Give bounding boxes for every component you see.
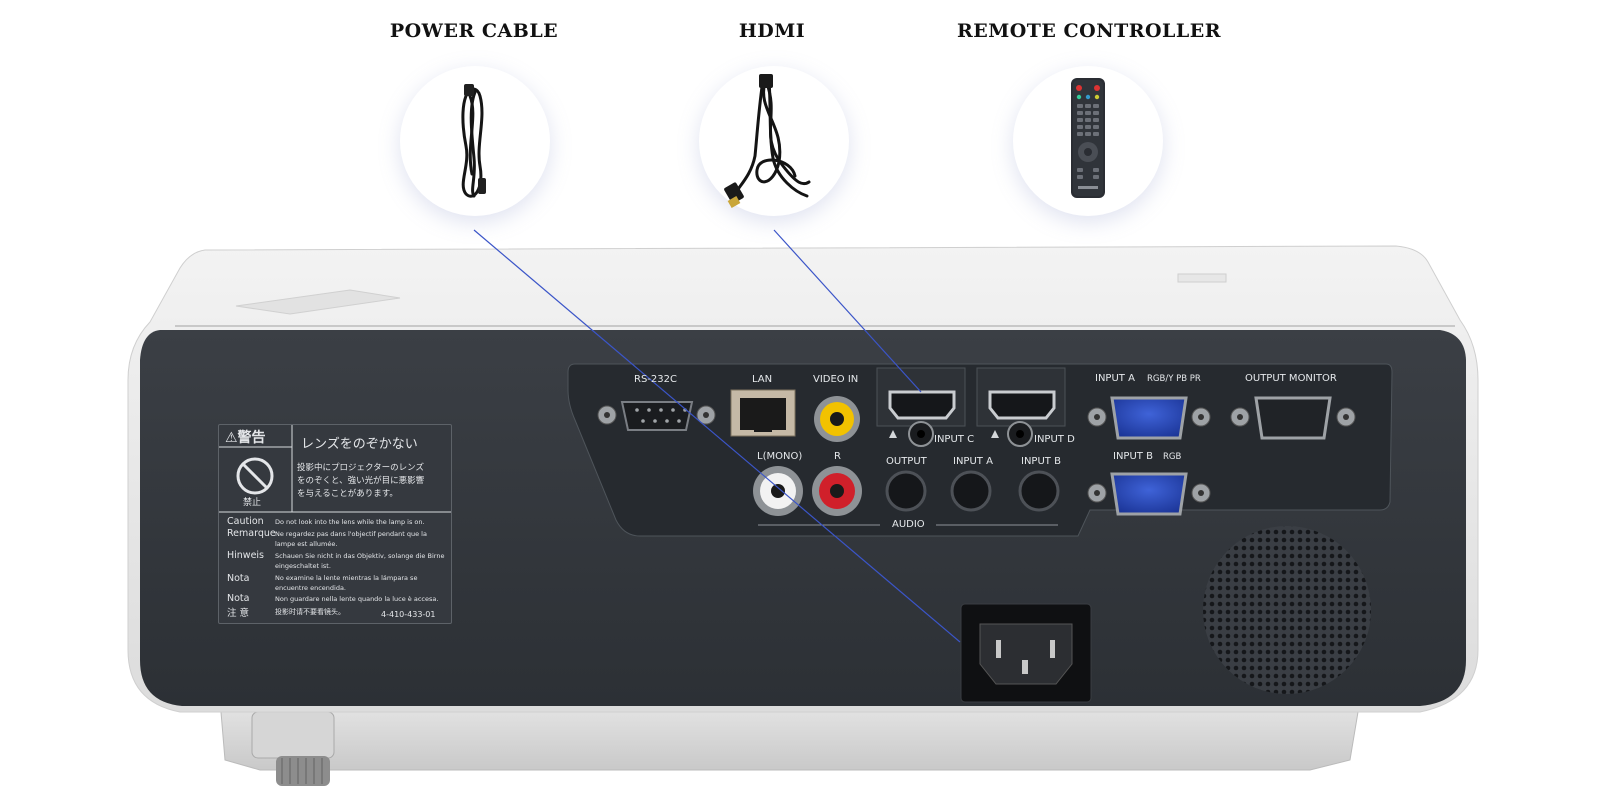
r-label: R [834, 451, 841, 462]
video-in-label: VIDEO IN [813, 374, 859, 385]
ac-power-inlet [960, 603, 1092, 703]
warning-text-caution: Do not look into the lens while the lamp… [275, 518, 425, 526]
rs232c-port [597, 401, 716, 431]
audio-output-label: OUTPUT [886, 456, 927, 467]
output-monitor-label: OUTPUT MONITOR [1245, 373, 1337, 384]
adjustable-foot [251, 711, 335, 759]
warning-lang-caution: Caution [227, 516, 264, 527]
vga-input-b-port [1087, 472, 1211, 516]
hdmi-d-input-label: INPUT D [1034, 434, 1075, 445]
audio-r-jack [812, 466, 862, 516]
remote-controller-thumbnail [1013, 66, 1163, 216]
warning-text-nota-es: No examine la lente mientras la lámpara … [275, 574, 418, 592]
hdmi-c-input-label: INPUT C [934, 434, 975, 445]
warning-lang-nota-it: Nota [227, 593, 250, 604]
warning-text-remarque: Ne regardez pas dans l'objectif pendant … [275, 530, 427, 548]
hdmi-leader-line [773, 229, 922, 393]
hdmi-title: HDMI [738, 20, 806, 42]
warning-label: ⚠警告 禁止 レンズをのぞかない 投影中にプロジェクターのレンズ をのぞくと、強… [218, 424, 452, 624]
warning-heading-jp: ⚠警告 [225, 430, 266, 446]
warning-body-jp-2: をのぞくと、強い光が目に悪影響 [297, 476, 425, 486]
warning-lang-nota-es: Nota [227, 573, 250, 584]
audio-input-a-label: INPUT A [953, 456, 993, 467]
warning-body-jp-1: 投影中にプロジェクターのレンズ [297, 463, 424, 473]
audio-input-b-jack [1018, 470, 1060, 512]
power-cable-icon [461, 84, 486, 198]
remote-controller-title: REMOTE CONTROLLER [956, 20, 1222, 42]
audio-l-mono-jack [753, 466, 803, 516]
hdmi-input-c-port [876, 367, 966, 447]
power-cable-title: POWER CABLE [389, 20, 559, 42]
warning-part-number: 4-410-433-01 [381, 610, 436, 619]
warning-lang-hinweis: Hinweis [227, 550, 265, 561]
audio-label: AUDIO [892, 519, 925, 530]
rgb-label: RGB [1163, 452, 1182, 462]
audio-output-jack [885, 470, 927, 512]
speaker-grille [1203, 526, 1371, 694]
video-in-jack [814, 396, 860, 442]
audio-input-a-jack [950, 470, 992, 512]
warning-text-hinweis: Schauen Sie nicht in das Objektiv, solan… [275, 552, 445, 570]
warning-text-zh: 投影时请不要看镜头。 [275, 608, 345, 616]
l-mono-label: L(MONO) [757, 451, 803, 462]
power-cable-leader-line [473, 229, 961, 643]
power-cable-thumbnail [400, 66, 550, 216]
prohibited-text-jp: 禁止 [243, 498, 262, 508]
rgb-ypbpr-label: RGB/Y PB PR [1147, 374, 1201, 384]
remote-controller-icon [1071, 78, 1105, 198]
warning-body-jp-3: を与えることがあります。 [297, 489, 398, 499]
vga-output-monitor-port [1230, 396, 1356, 440]
rs232c-label: RS-232C [634, 374, 677, 385]
input-a-label: INPUT A [1095, 373, 1135, 384]
warning-lang-zh: 注 意 [227, 608, 250, 619]
lan-port [730, 389, 796, 437]
hdmi-input-d-port [976, 367, 1066, 447]
vga-input-a-port [1087, 396, 1211, 440]
input-b-label: INPUT B [1113, 451, 1153, 462]
lan-label: LAN [752, 374, 773, 385]
warning-title-jp: レンズをのぞかない [301, 437, 418, 452]
hdmi-cable-thumbnail [699, 66, 849, 216]
audio-input-b-label: INPUT B [1021, 456, 1061, 467]
prohibited-icon [236, 457, 274, 495]
warning-lang-remarque: Remarque [227, 528, 276, 539]
warning-text-nota-it: Non guardare nella lente quando la luce … [275, 595, 439, 603]
hdmi-cable-icon [724, 74, 811, 208]
